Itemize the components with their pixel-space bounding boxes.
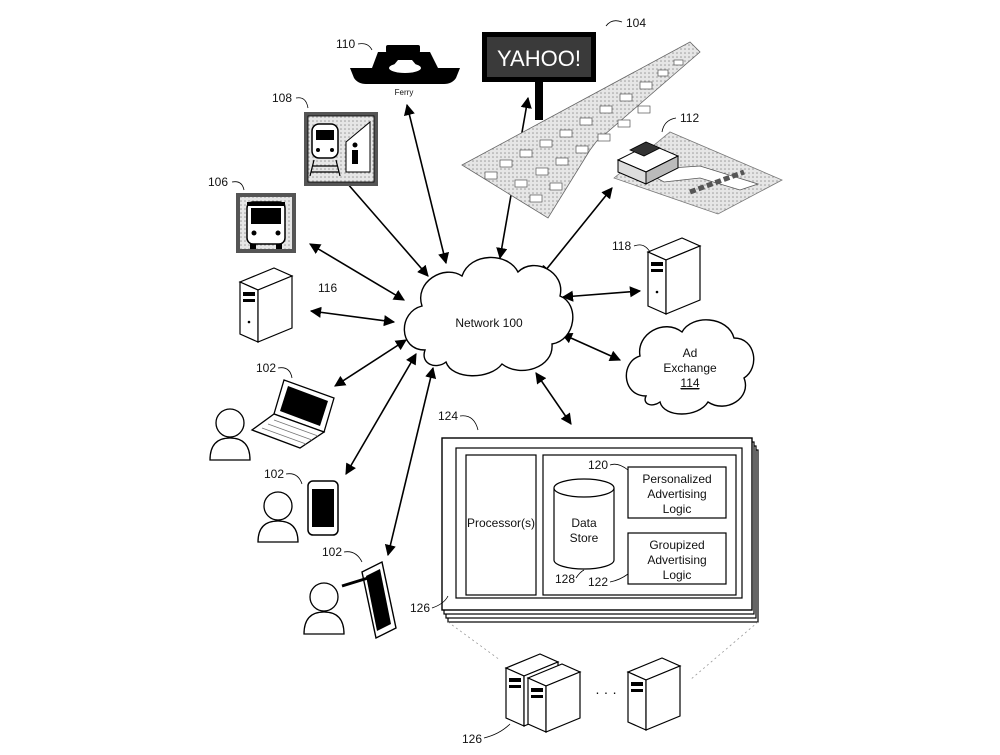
leader-102-b [286, 474, 302, 484]
server-ellipsis: · · · [595, 684, 617, 700]
leader-110 [358, 44, 372, 50]
groupized-line2: Advertising [647, 553, 706, 567]
user-icon [304, 583, 344, 634]
dotted-guides [448, 622, 758, 680]
user-icon [258, 492, 298, 542]
ref-126-b: 126 [462, 732, 482, 746]
ref-128: 128 [555, 572, 575, 586]
ref-102-b: 102 [264, 467, 284, 481]
ref-112: 112 [680, 111, 699, 125]
leader-112 [662, 118, 676, 132]
data-store-line2: Store [570, 531, 599, 545]
arrow-ad-exchange [562, 334, 620, 360]
leader-118 [634, 245, 650, 252]
tablet-icon [342, 562, 396, 638]
ref-126-a: 126 [410, 601, 430, 615]
train-station-icon [304, 112, 378, 186]
network-cloud: Network 100 [404, 257, 572, 375]
stadium-illustration [614, 132, 782, 214]
smartphone-icon [308, 481, 338, 535]
user-icon [210, 409, 250, 460]
network-label: Network 100 [455, 316, 523, 330]
leader-102-c [344, 552, 362, 562]
personalized-line2: Advertising [647, 487, 706, 501]
groupized-line3: Logic [663, 568, 692, 582]
leader-106 [232, 182, 244, 190]
ref-102-c: 102 [322, 545, 342, 559]
ref-120: 120 [588, 458, 608, 472]
ref-102-a: 102 [256, 361, 276, 375]
ad-exchange-number: 114 [680, 376, 699, 390]
leader-104 [606, 21, 622, 26]
arrow-train [340, 175, 428, 276]
user-tablet-group [304, 562, 396, 638]
arrow-laptop [335, 340, 406, 386]
arrow-server-116 [311, 311, 394, 322]
ref-116: 116 [318, 281, 337, 295]
data-store-cylinder: Data Store [554, 479, 614, 569]
ad-exchange-line2: Exchange [663, 361, 717, 375]
server-farm: · · · [506, 654, 680, 732]
ref-106: 106 [208, 175, 228, 189]
laptop-icon [252, 380, 334, 448]
processor-label: Processor(s) [467, 516, 535, 530]
server-118-icon [648, 238, 700, 314]
arrow-server-118 [563, 291, 640, 297]
ref-122: 122 [588, 575, 608, 589]
ref-118: 118 [612, 239, 631, 253]
billboard-text: YAHOO! [497, 46, 581, 71]
personalized-line1: Personalized [642, 472, 711, 486]
ref-124: 124 [438, 409, 458, 423]
arrow-ferry [407, 105, 446, 263]
leader-102-a [278, 368, 292, 378]
server-icon [628, 658, 680, 730]
user-laptop-group [210, 380, 334, 460]
ad-exchange-cloud: Ad Exchange 114 [626, 320, 753, 414]
user-phone-group [258, 481, 338, 542]
server-icon [528, 664, 580, 732]
data-store-line1: Data [571, 516, 597, 530]
ferry-icon [350, 45, 460, 84]
arrow-tablet [388, 368, 433, 555]
leader-108 [296, 98, 308, 108]
ferry-caption: Ferry [395, 88, 414, 97]
bus-icon [236, 193, 296, 253]
leader-124 [460, 416, 478, 430]
leader-126-b [484, 724, 510, 738]
ref-108: 108 [272, 91, 292, 105]
ref-104: 104 [626, 16, 646, 30]
server-116-icon [240, 268, 292, 342]
groupized-line1: Groupized [649, 538, 704, 552]
arrow-system [536, 373, 571, 424]
ref-110: 110 [336, 37, 355, 51]
personalized-line3: Logic [663, 502, 692, 516]
ad-exchange-line1: Ad [683, 346, 698, 360]
